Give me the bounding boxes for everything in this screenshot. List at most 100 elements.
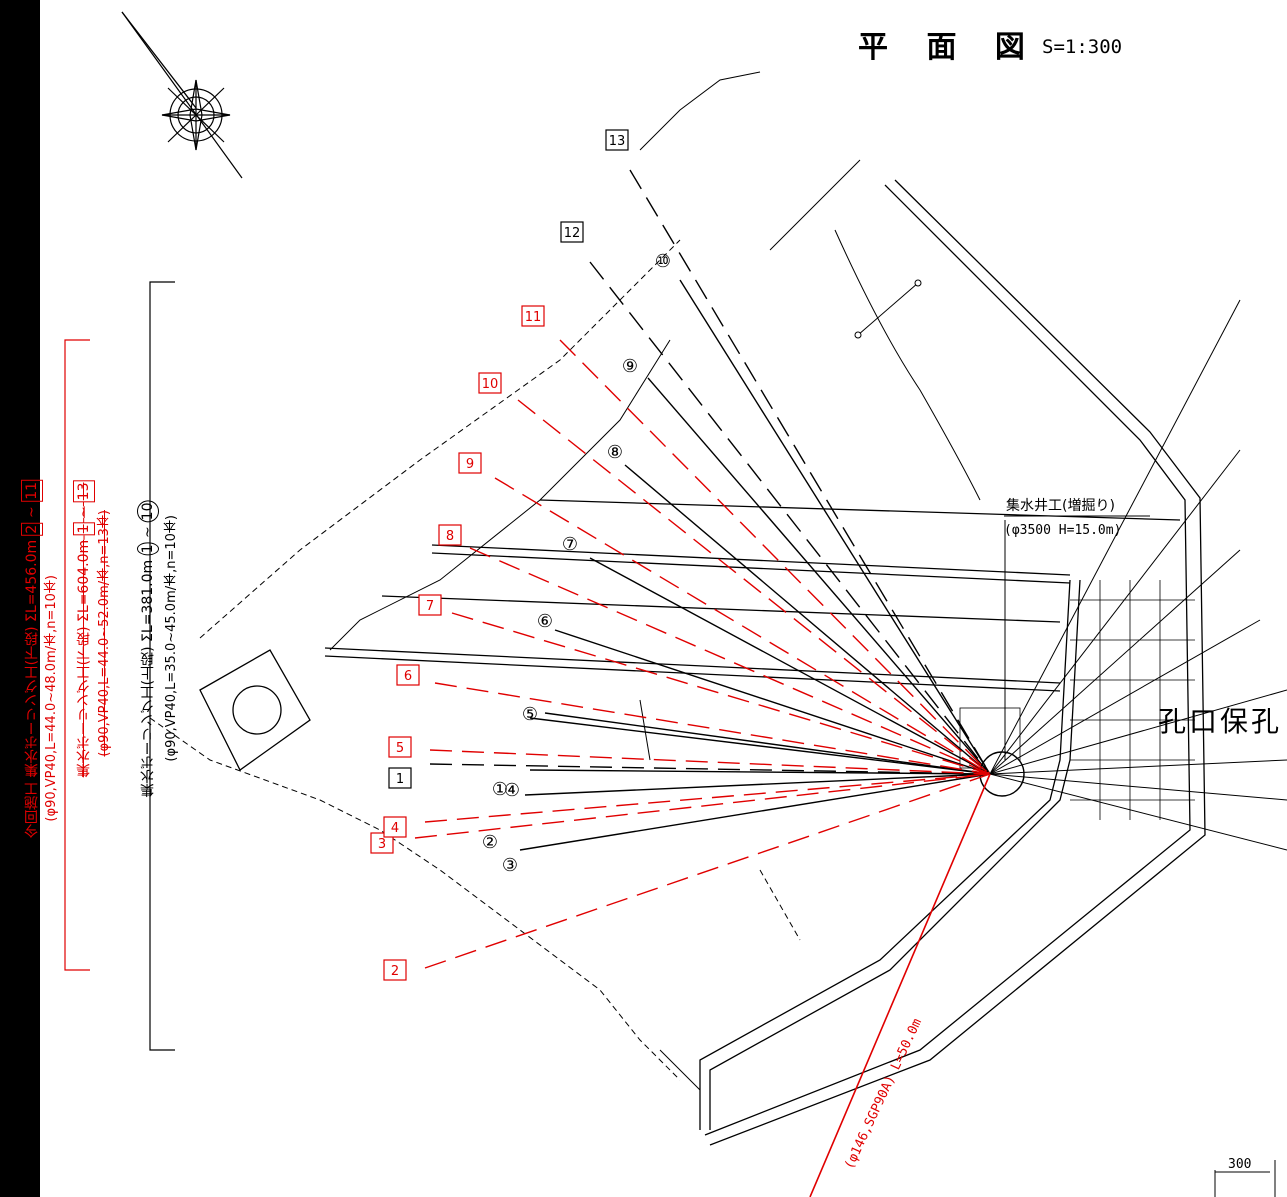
terrain-outline <box>149 239 801 1081</box>
legend-upper-tilde: ~ <box>140 526 156 539</box>
current-boring-label: 8 <box>438 524 462 546</box>
legend-current-from: 2 <box>21 522 43 536</box>
svg-text:4: 4 <box>391 821 399 836</box>
current-boring-label: 6 <box>396 664 420 686</box>
svg-text:③: ③ <box>502 855 518 876</box>
legend-current: 今回施工 集水ボーリング工(下段) ΣL=456.0m 2 ~ 11 <box>21 480 43 838</box>
svg-text:1: 1 <box>396 772 404 787</box>
upper-boring-line <box>519 773 991 851</box>
legend-lower-title: 集水ボーリング工(下段) ΣL=604.0m <box>76 539 92 778</box>
current-boring-line <box>414 773 991 839</box>
current-boring-label: 5 <box>388 736 412 758</box>
svg-text:10: 10 <box>482 377 499 392</box>
page-title: 平 面 図 <box>858 30 1039 65</box>
legend-lower-tilde: ~ <box>76 506 92 519</box>
current-boring-line <box>517 399 991 775</box>
slope-cut-lines <box>329 71 981 1091</box>
upper-boring-line <box>589 557 991 775</box>
svg-text:3: 3 <box>378 837 386 852</box>
svg-text:2: 2 <box>391 964 399 979</box>
legend-lower-spec: (φ90,VP40,L=44.0~52.0m/本,n=13本) <box>97 510 112 757</box>
current-boring-line <box>469 547 991 775</box>
upper-boring-line <box>989 449 1241 775</box>
lower-boring-label: 12 <box>560 221 584 243</box>
upper-boring-line <box>544 712 991 775</box>
svg-text:12: 12 <box>564 226 581 241</box>
legend-current-spec: (φ90,VP40,L=44.0~48.0m/本,n=10本) <box>44 575 59 822</box>
upper-boring-line <box>624 464 991 775</box>
existing-pit <box>199 649 311 771</box>
svg-text:8: 8 <box>446 529 454 544</box>
upper-boring-label: ⑤ <box>522 704 538 725</box>
dim-300-label: 300 <box>1228 1157 1251 1172</box>
legend-brackets <box>64 281 175 1051</box>
current-boring-label: 7 <box>418 594 442 616</box>
svg-text:⑩: ⑩ <box>655 251 671 272</box>
legend-upper-from: 1 <box>137 542 159 556</box>
svg-text:13: 13 <box>609 134 626 149</box>
legend-lower: 集水ボーリング工(下段) ΣL=604.0m 1 ~ 13 <box>73 480 95 778</box>
dimension-300 <box>1214 1160 1276 1197</box>
legend-upper-title: 集水ボーリング工(上段) ΣL=381.0m <box>140 559 156 798</box>
current-boring-label: 3 <box>370 832 394 854</box>
current-boring-label: 2 <box>383 959 407 981</box>
legend-upper-spec: (φ90,VP40,L=35.0~45.0m/本,n=10本) <box>164 515 179 762</box>
upper-boring-label: ① <box>492 779 508 800</box>
upper-boring-label: ⑦ <box>562 534 578 555</box>
legend-lower-to: 13 <box>73 480 95 502</box>
current-boring-label: 9 <box>458 452 482 474</box>
lower-boring-label: 13 <box>605 129 629 151</box>
outlet-pipe-line <box>809 773 991 1197</box>
well-spec: (φ3500 H=15.0m) <box>1004 523 1121 538</box>
upper-boring-line <box>989 759 1287 775</box>
north-arrow-icon <box>121 11 243 179</box>
upper-boring-line <box>989 299 1241 775</box>
legend-lower-from: 1 <box>73 522 95 536</box>
current-boring-line <box>424 773 991 969</box>
detail-title: 孔口保孔 <box>1158 705 1283 738</box>
upper-boring-line <box>989 549 1241 775</box>
lower-boring-line <box>429 763 991 775</box>
svg-text:⑥: ⑥ <box>537 611 553 632</box>
upper-boring-label: ⑨ <box>622 356 638 377</box>
lower-boring-label: 1 <box>388 767 412 789</box>
legend-upper: 集水ボーリング工(上段) ΣL=381.0m 1 ~ 10 <box>137 500 159 798</box>
svg-text:5: 5 <box>396 741 404 756</box>
legend-current-to: 11 <box>21 480 43 502</box>
current-boring-label: 10 <box>478 372 502 394</box>
upper-boring-line <box>647 377 991 775</box>
svg-text:⑧: ⑧ <box>607 442 623 463</box>
svg-text:9: 9 <box>466 457 474 472</box>
upper-boring-line <box>529 717 991 775</box>
well-label: 集水井工(増掘り) <box>1006 497 1115 514</box>
upper-boring-label: ⑥ <box>537 611 553 632</box>
svg-text:11: 11 <box>525 310 542 325</box>
svg-text:⑨: ⑨ <box>622 356 638 377</box>
current-boring-line <box>451 612 991 775</box>
upper-boring-label: ⑩ <box>655 251 671 272</box>
current-boring-line <box>429 749 991 775</box>
svg-text:①: ① <box>492 779 508 800</box>
lower-boring-line <box>589 261 991 775</box>
svg-text:⑦: ⑦ <box>562 534 578 555</box>
lower-boring-line <box>629 169 991 775</box>
legend-current-title: 今回施工 集水ボーリング工(下段) ΣL=456.0m <box>24 539 40 838</box>
upper-boring-line <box>989 773 1287 851</box>
upper-boring-line <box>989 773 1287 801</box>
boring-lines <box>414 169 1287 969</box>
block-grid <box>1070 580 1195 820</box>
current-boring-label: 11 <box>521 305 545 327</box>
svg-text:7: 7 <box>426 599 434 614</box>
legend-upper-to: 10 <box>137 500 159 522</box>
upper-boring-label: ② <box>482 832 498 853</box>
upper-boring-line <box>989 619 1261 775</box>
svg-text:6: 6 <box>404 669 412 684</box>
current-boring-line <box>494 477 991 775</box>
scale-label: S=1:300 <box>1042 36 1123 58</box>
upper-boring-line <box>524 773 991 796</box>
upper-boring-label: ③ <box>502 855 518 876</box>
svg-text:②: ② <box>482 832 498 853</box>
upper-boring-line <box>679 279 991 775</box>
